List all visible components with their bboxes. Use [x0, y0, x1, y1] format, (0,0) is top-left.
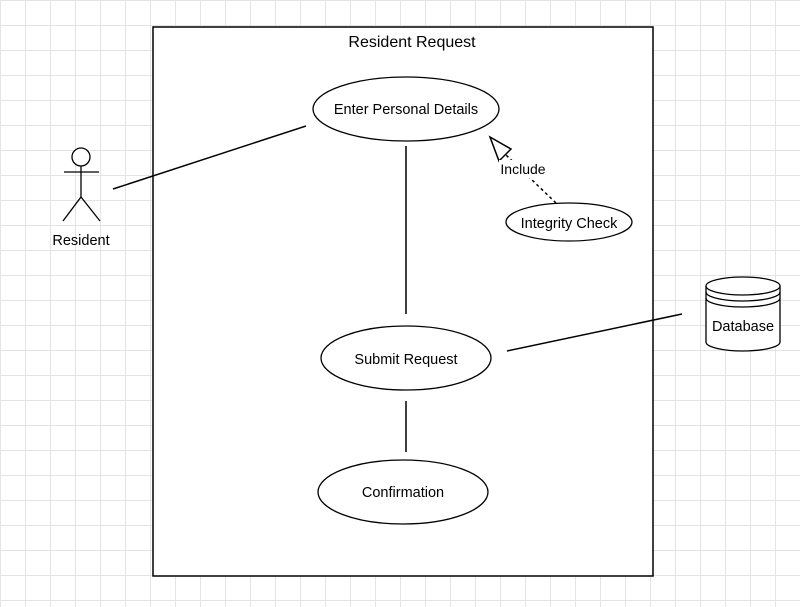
use-case-enter-personal-details[interactable]: Enter Personal Details [312, 76, 500, 142]
association-submit-request-database[interactable] [506, 313, 683, 352]
use-case-label: Integrity Check [521, 216, 618, 232]
include-label-background [499, 160, 547, 178]
use-case-integrity-check[interactable]: Integrity Check [505, 202, 633, 242]
include-relationship[interactable]: Include [488, 135, 557, 204]
actor-label: Resident [52, 233, 109, 249]
datastore-database[interactable]: Database [705, 276, 781, 352]
database-cylinder-icon [705, 276, 781, 352]
use-case-label: Submit Request [354, 352, 457, 368]
include-label: Include [500, 161, 545, 177]
use-case-label: Confirmation [362, 485, 444, 501]
association-resident-enter-details[interactable] [112, 125, 307, 190]
use-case-label: Enter Personal Details [334, 102, 478, 118]
datastore-label: Database [712, 319, 774, 335]
include-arrowhead-icon [488, 135, 513, 163]
stick-figure-icon [62, 147, 101, 222]
use-case-confirmation[interactable]: Confirmation [317, 459, 489, 525]
use-case-submit-request[interactable]: Submit Request [320, 325, 492, 391]
system-boundary-title: Resident Request [348, 34, 476, 51]
actor-resident[interactable]: Resident [52, 147, 110, 249]
